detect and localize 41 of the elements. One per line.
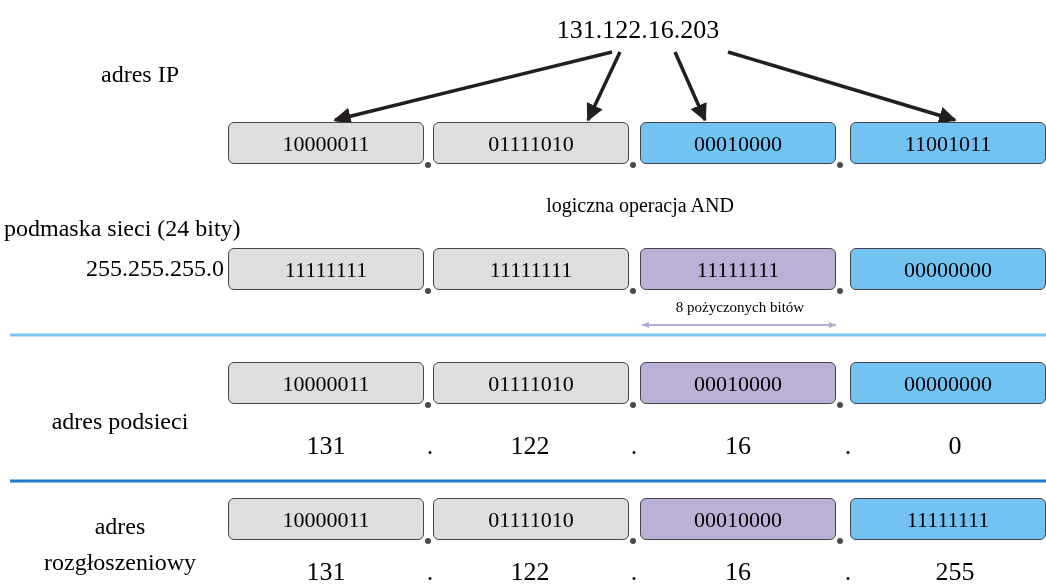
- octet-box: 11111111: [433, 248, 629, 290]
- octet-box: 00000000: [850, 362, 1046, 404]
- row-label: adres rozgłoszeniowy: [43, 512, 197, 577]
- dot-separator: .: [629, 430, 639, 462]
- operation-label: logiczna operacja AND: [545, 193, 735, 219]
- octet-box: 10000011: [228, 498, 424, 540]
- octet-box: 01111010: [433, 498, 629, 540]
- arrow: [586, 51, 622, 122]
- row-label: adres IP: [100, 60, 180, 89]
- decimal-value: 255: [934, 556, 976, 588]
- octet-box: 11111111: [850, 498, 1046, 540]
- octet-box: 00010000: [640, 498, 836, 540]
- arrow: [673, 51, 707, 122]
- decimal-value: 131: [305, 430, 347, 462]
- octet-box: 00010000: [640, 122, 836, 164]
- octet-box: 01111010: [433, 362, 629, 404]
- dot-separator: .: [425, 430, 435, 462]
- octet-box: 10000011: [228, 122, 424, 164]
- arrow: [727, 50, 957, 124]
- ip-address-text: 131.122.16.203: [540, 10, 736, 48]
- octet-box: 01111010: [433, 122, 629, 164]
- decimal-value: 131: [305, 556, 347, 588]
- decimal-value: 16: [724, 430, 752, 462]
- dot-separator: .: [843, 556, 853, 588]
- mask-value: 255.255.255.0: [85, 254, 224, 283]
- dot-separator: .: [843, 430, 853, 462]
- decimal-value: 0: [947, 430, 963, 462]
- octet-box: 10000011: [228, 362, 424, 404]
- octet-box: 11111111: [228, 248, 424, 290]
- octet-box: 00010000: [640, 362, 836, 404]
- row-label: podmaska sieci (24 bity): [4, 214, 242, 243]
- dot-separator: .: [425, 556, 435, 588]
- row-label: adres podsieci: [50, 407, 190, 436]
- octet-box: 00000000: [850, 248, 1046, 290]
- dot-separator: .: [629, 556, 639, 588]
- decimal-value: 122: [509, 556, 551, 588]
- dimension-label: 8 pożyczonych bitów: [674, 298, 806, 317]
- octet-box: 11001011: [850, 122, 1046, 164]
- octet-box: 11111111: [640, 248, 836, 290]
- decimal-value: 16: [724, 556, 752, 588]
- decimal-value: 122: [509, 430, 551, 462]
